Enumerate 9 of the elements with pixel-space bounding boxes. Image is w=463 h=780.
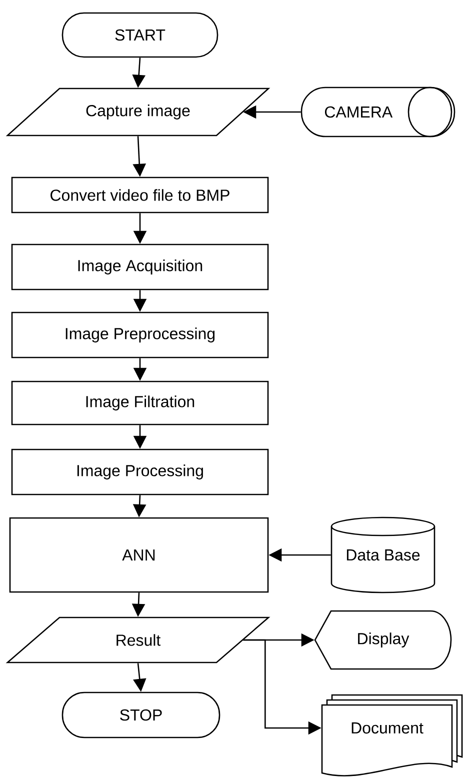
process-box: Image Acquisition bbox=[11, 244, 269, 290]
node-label: Data Base bbox=[346, 549, 420, 561]
process-box: Convert video file to BMP bbox=[11, 176, 269, 214]
process-box: Image Filtration bbox=[11, 380, 269, 426]
process-box: Image Processing bbox=[11, 448, 269, 496]
process-box: Image Preprocessing bbox=[11, 312, 269, 358]
node-label: Document bbox=[352, 722, 424, 734]
database-cylinder: Data Base bbox=[330, 516, 436, 594]
process-box: ANN bbox=[9, 517, 269, 593]
